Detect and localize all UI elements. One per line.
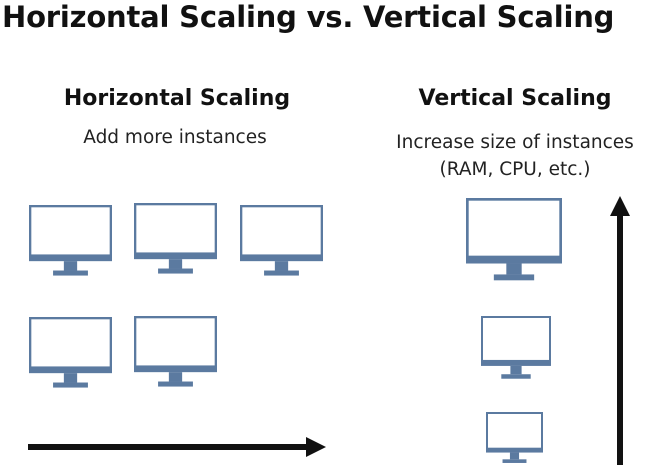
vertical-scaling-heading: Vertical Scaling bbox=[418, 86, 612, 111]
vertical-scaling-subtitle: Increase size of instances (RAM, CPU, et… bbox=[360, 129, 665, 183]
horizontal-monitor-icon bbox=[29, 205, 112, 276]
arrow-right-icon bbox=[28, 437, 326, 457]
horizontal-scaling-heading: Horizontal Scaling bbox=[63, 86, 291, 111]
vertical-monitor-large-icon bbox=[466, 198, 562, 281]
horizontal-scaling-subtitle: Add more instances bbox=[83, 127, 267, 148]
page-title: Horizontal Scaling vs. Vertical Scaling bbox=[2, 0, 615, 34]
horizontal-monitor-icon bbox=[29, 317, 112, 388]
vertical-scaling-subtitle-line2: (RAM, CPU, etc.) bbox=[439, 159, 591, 180]
horizontal-monitor-icon bbox=[240, 205, 323, 276]
horizontal-monitor-icon bbox=[134, 316, 217, 387]
vertical-scaling-subtitle-line1: Increase size of instances bbox=[396, 132, 634, 153]
vertical-monitor-medium-icon bbox=[481, 316, 551, 379]
vertical-monitor-small-icon bbox=[486, 412, 543, 463]
monitor-group bbox=[29, 198, 562, 463]
horizontal-monitor-icon bbox=[134, 203, 217, 274]
arrow-up-icon bbox=[610, 196, 630, 465]
